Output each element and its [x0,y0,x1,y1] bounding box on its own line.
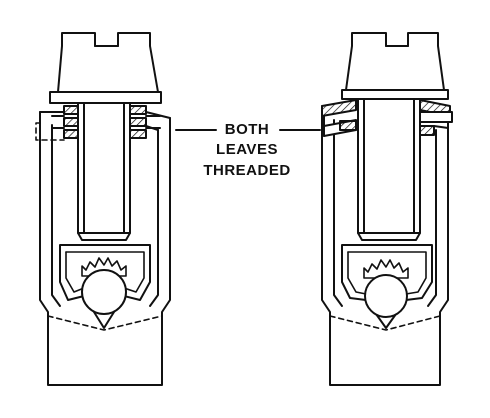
right-gear [363,259,409,279]
left-screw-shank [77,102,131,241]
left-leaf-dashed [35,122,65,141]
left-housing-inner [51,124,61,307]
right-screw-shank [357,98,421,241]
right-lower-block [341,244,433,329]
left-lower-block [59,244,151,329]
callout-text-leaves: LEAVES [216,141,278,158]
left-housing-outer [39,111,171,386]
callout-text-threaded: THREADED [203,162,291,179]
right-screw-head [341,32,449,100]
right-right-leaves [419,99,453,136]
right-housing-outer [321,105,449,386]
right-left-leaves [321,99,357,137]
right-ball [364,274,408,318]
left-screw-head [49,32,162,104]
right-housing-inner [333,119,343,307]
left-dashed-bottom [47,315,163,331]
left-assembly [35,32,171,386]
right-assembly [321,32,453,386]
left-ball [81,269,127,315]
right-dashed-bottom [329,315,441,331]
callout-text-both: BOTH [224,121,270,138]
